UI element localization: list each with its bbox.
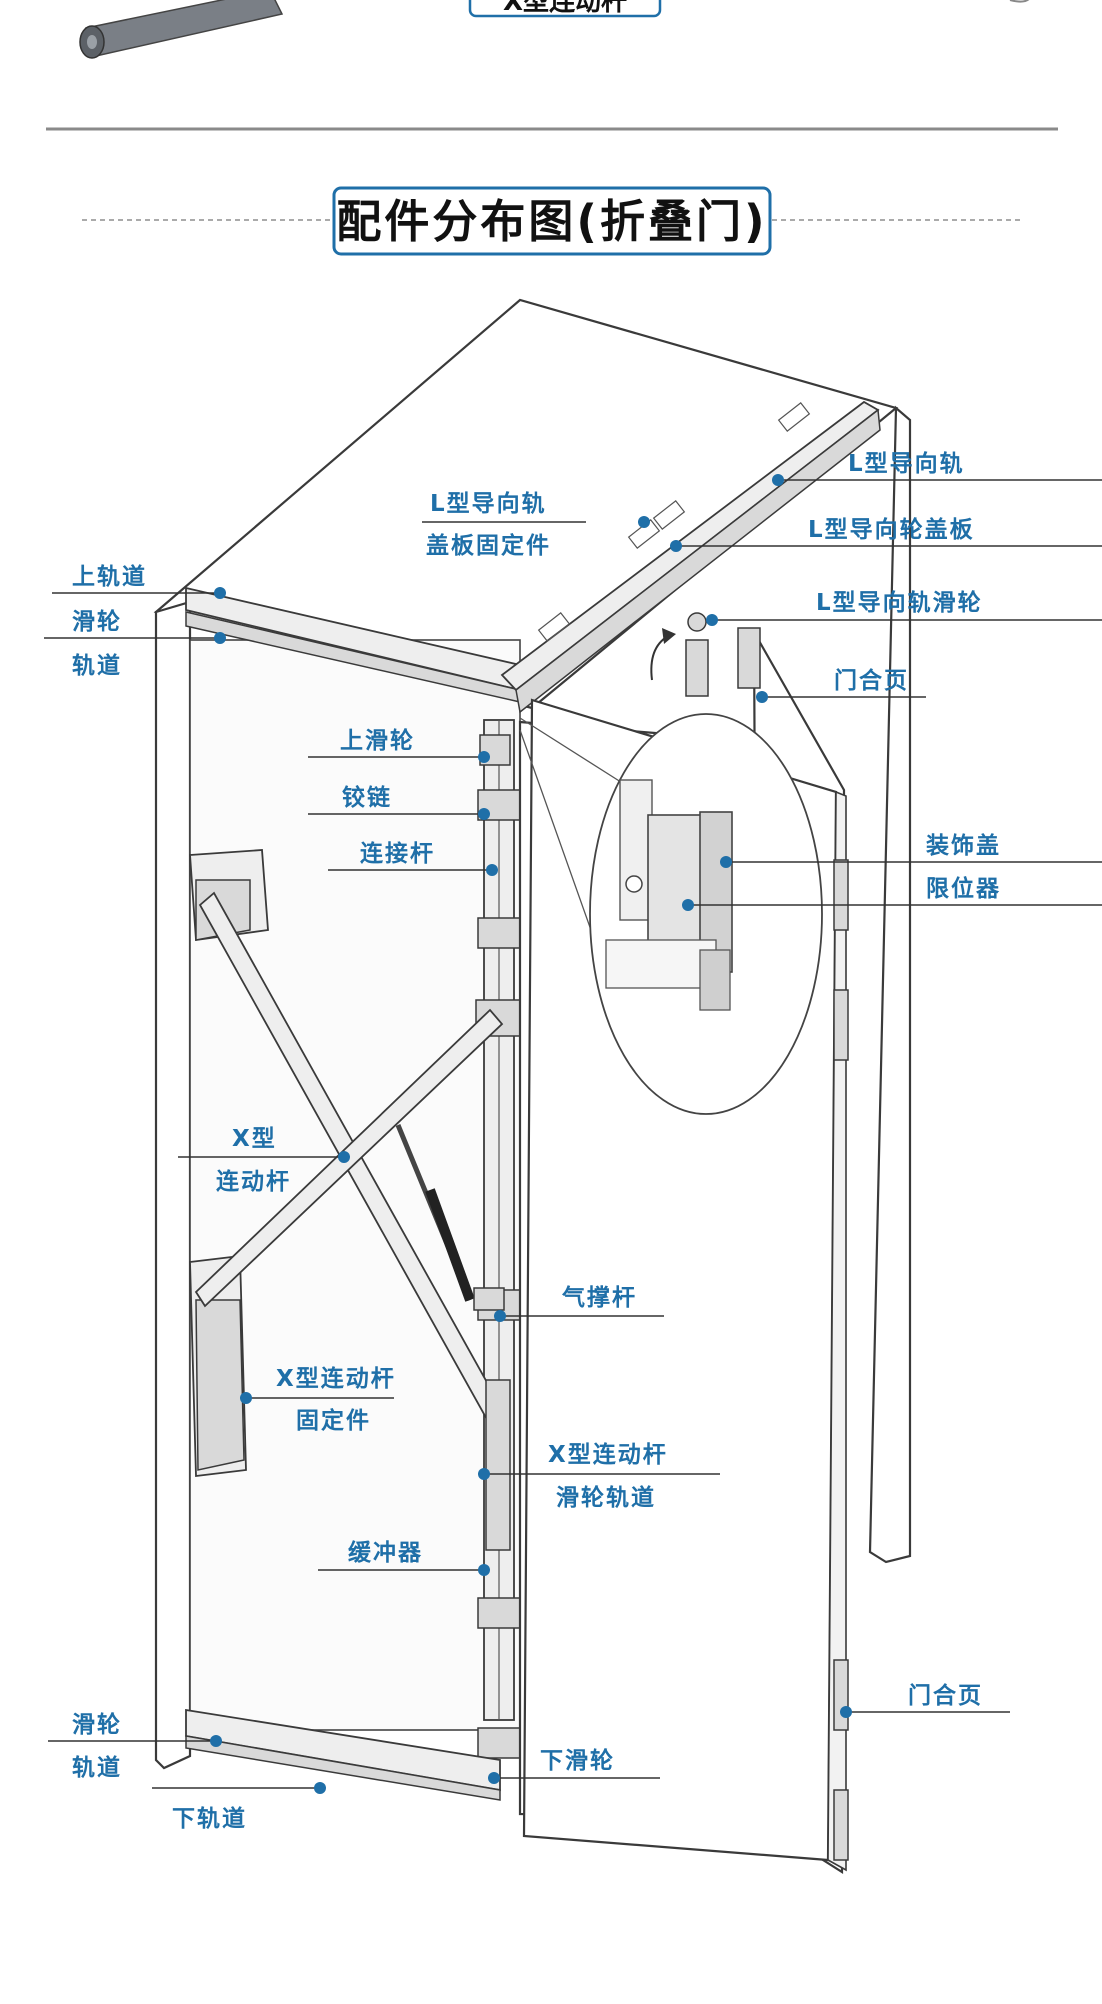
door-hinge-top [737,627,761,689]
label-pulley-track-top-line1: 滑轮 [72,608,122,635]
label-x-link-line1: X型 [232,1126,277,1152]
l-guide-pulley [685,612,709,697]
x-link-bracket-bottom [189,1254,247,1478]
cabinet-right-side [868,405,912,1564]
leader-lines [44,479,1102,1789]
label-x-link-fix-line2: 固定件 [296,1407,371,1434]
cabinet-left-side [154,600,192,1770]
gas-rod-image [79,0,284,59]
x-link-slide-track [485,1379,511,1551]
label-x-link-track-line1: X型连动杆 [548,1441,668,1468]
label-l-guide-cover-fix-line2: 盖板固定件 [426,532,551,559]
top-banner-text: X型连动杆 [503,0,627,17]
label-door-hinge-top: 门合页 [834,667,909,694]
label-connecting-rod: 连接杆 [360,840,435,867]
cabinet-illustration [153,298,912,1874]
l-guide-brackets [537,402,811,642]
cabinet-back-wall [189,639,521,1731]
callout-labels: L型导向轨 L型导向轨 盖板固定件 L型导向轮盖板 上轨道 L型导向轨滑轮 滑轮… [72,450,1001,1832]
label-pulley-track-bottom-line1: 滑轮 [72,1711,122,1738]
label-l-guide-cover-fix-line1: L型导向轨 [430,490,547,517]
label-bottom-pulley: 下滑轮 [540,1747,615,1774]
pointer-arrow-head [662,628,676,644]
decor-curve [1009,0,1030,3]
label-x-link-track-line2: 滑轮轨道 [556,1484,656,1511]
top-banner: X型连动杆 [46,0,1058,131]
label-decor-cover: 装饰盖 [926,832,1001,859]
label-x-link-line2: 连动杆 [216,1168,291,1195]
label-l-guide-wheel-cover: L型导向轮盖板 [808,516,975,543]
label-top-pulley: 上滑轮 [340,727,415,754]
label-pulley-track-top-line2: 轨道 [72,652,122,679]
l-guide-cover [515,408,881,714]
section-title: 配件分布图(折叠门) [336,195,767,248]
label-bottom-track: 下轨道 [172,1805,247,1832]
top-banner-box [468,0,662,18]
label-top-track: 上轨道 [72,563,147,590]
bottom-track [185,1735,501,1801]
leader-dots [210,474,852,1794]
section-header: 配件分布图(折叠门) [82,186,1020,256]
detail-zoom [519,713,823,1115]
label-door-hinge-bottom: 门合页 [908,1682,983,1709]
title-box [332,186,772,256]
label-l-guide-rail: L型导向轨 [848,450,965,477]
label-buffer: 缓冲器 [348,1539,423,1566]
label-gas-strut: 气撑杆 [561,1284,637,1311]
door-edge [827,790,847,1872]
gas-strut [395,1124,505,1311]
label-x-link-fix-line1: X型连动杆 [276,1365,396,1392]
label-limiter: 限位器 [926,875,1001,902]
label-hinge: 铰链 [342,784,392,811]
label-pulley-track-bottom-line2: 轨道 [72,1754,122,1781]
label-l-guide-rail-pulley: L型导向轨滑轮 [816,589,983,616]
